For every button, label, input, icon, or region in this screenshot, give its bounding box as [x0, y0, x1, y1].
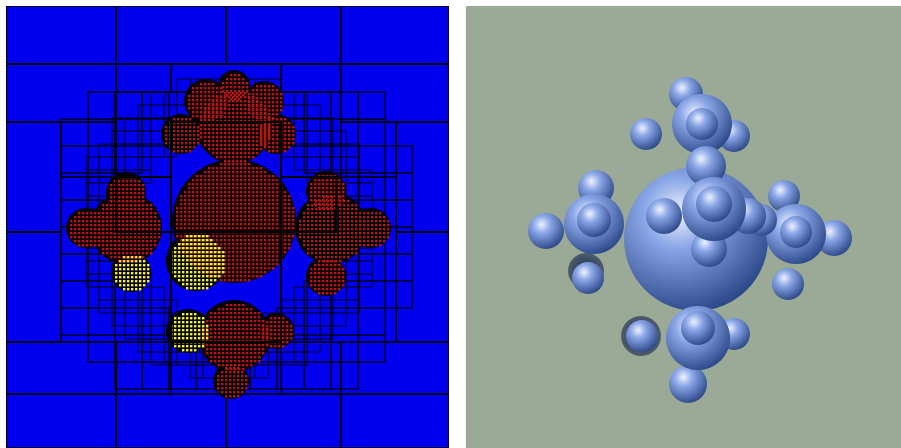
- sphere: [626, 320, 658, 352]
- sphere-cluster-image: [466, 6, 901, 448]
- sphere: [686, 108, 718, 140]
- sphere: [528, 213, 564, 249]
- sphere: [646, 198, 682, 234]
- sphere: [768, 180, 800, 212]
- sphere: [630, 118, 662, 150]
- octree-grid-panel: [6, 6, 449, 448]
- sphere: [681, 311, 715, 345]
- inner-block-lines: [115, 121, 337, 343]
- sphere: [572, 262, 604, 294]
- sphere: [577, 203, 611, 237]
- sphere: [780, 216, 812, 248]
- octree-grid-image: [6, 6, 449, 448]
- refined-cells: [70, 74, 390, 398]
- sphere-render-panel: [466, 6, 901, 448]
- sphere: [696, 186, 732, 222]
- sphere: [669, 365, 707, 403]
- sphere-cluster: [528, 77, 852, 403]
- sphere: [686, 146, 726, 186]
- sphere: [772, 268, 804, 300]
